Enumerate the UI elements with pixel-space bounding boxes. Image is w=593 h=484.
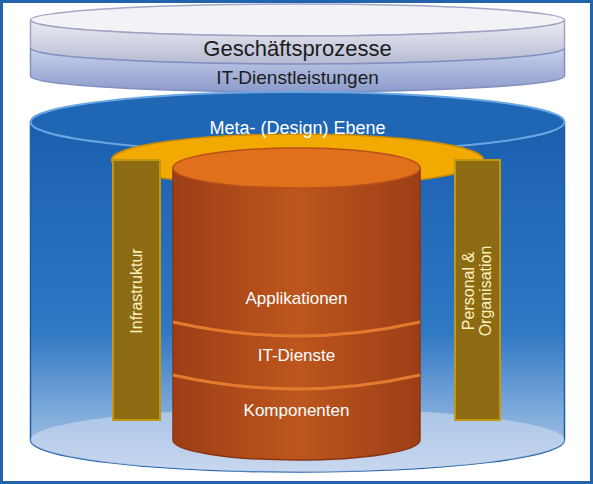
- band-label-box: IT-Dienstleistungen: [30, 64, 565, 92]
- node-label: Geschäftsprozesse: [203, 37, 391, 61]
- node-label: Meta- (Design) Ebene: [30, 114, 565, 142]
- side-panel: [113, 160, 160, 420]
- layer-divider: [173, 375, 420, 389]
- side-panel: [455, 160, 500, 420]
- node-label: Personal & Organisation: [461, 231, 495, 351]
- core-layer: IT-Dienste: [173, 338, 420, 374]
- meta-cylinder: Meta- (Design) EbeneInfrastruktur Applika…: [30, 92, 565, 474]
- band-wall: [31, 20, 565, 64]
- node-label: Infrastruktur: [128, 171, 145, 411]
- band-label-box: Geschäftsprozesse: [30, 34, 565, 64]
- side-panel-box: Personal & Organisation: [455, 162, 500, 420]
- node-label: IT-Dienstleistungen: [216, 68, 379, 89]
- node-label: IT-Dienste: [258, 347, 335, 366]
- core-top: [173, 148, 420, 188]
- layer-divider: [173, 322, 420, 336]
- core-cylinder: [173, 168, 420, 460]
- node-label: Komponenten: [244, 402, 350, 421]
- core-layer: Komponenten: [173, 393, 420, 429]
- side-panel-box: Infrastruktur: [113, 162, 160, 420]
- core-layer: Applikationen: [173, 280, 420, 318]
- node-label: Applikationen: [245, 290, 347, 309]
- cylinder-body: [31, 122, 565, 472]
